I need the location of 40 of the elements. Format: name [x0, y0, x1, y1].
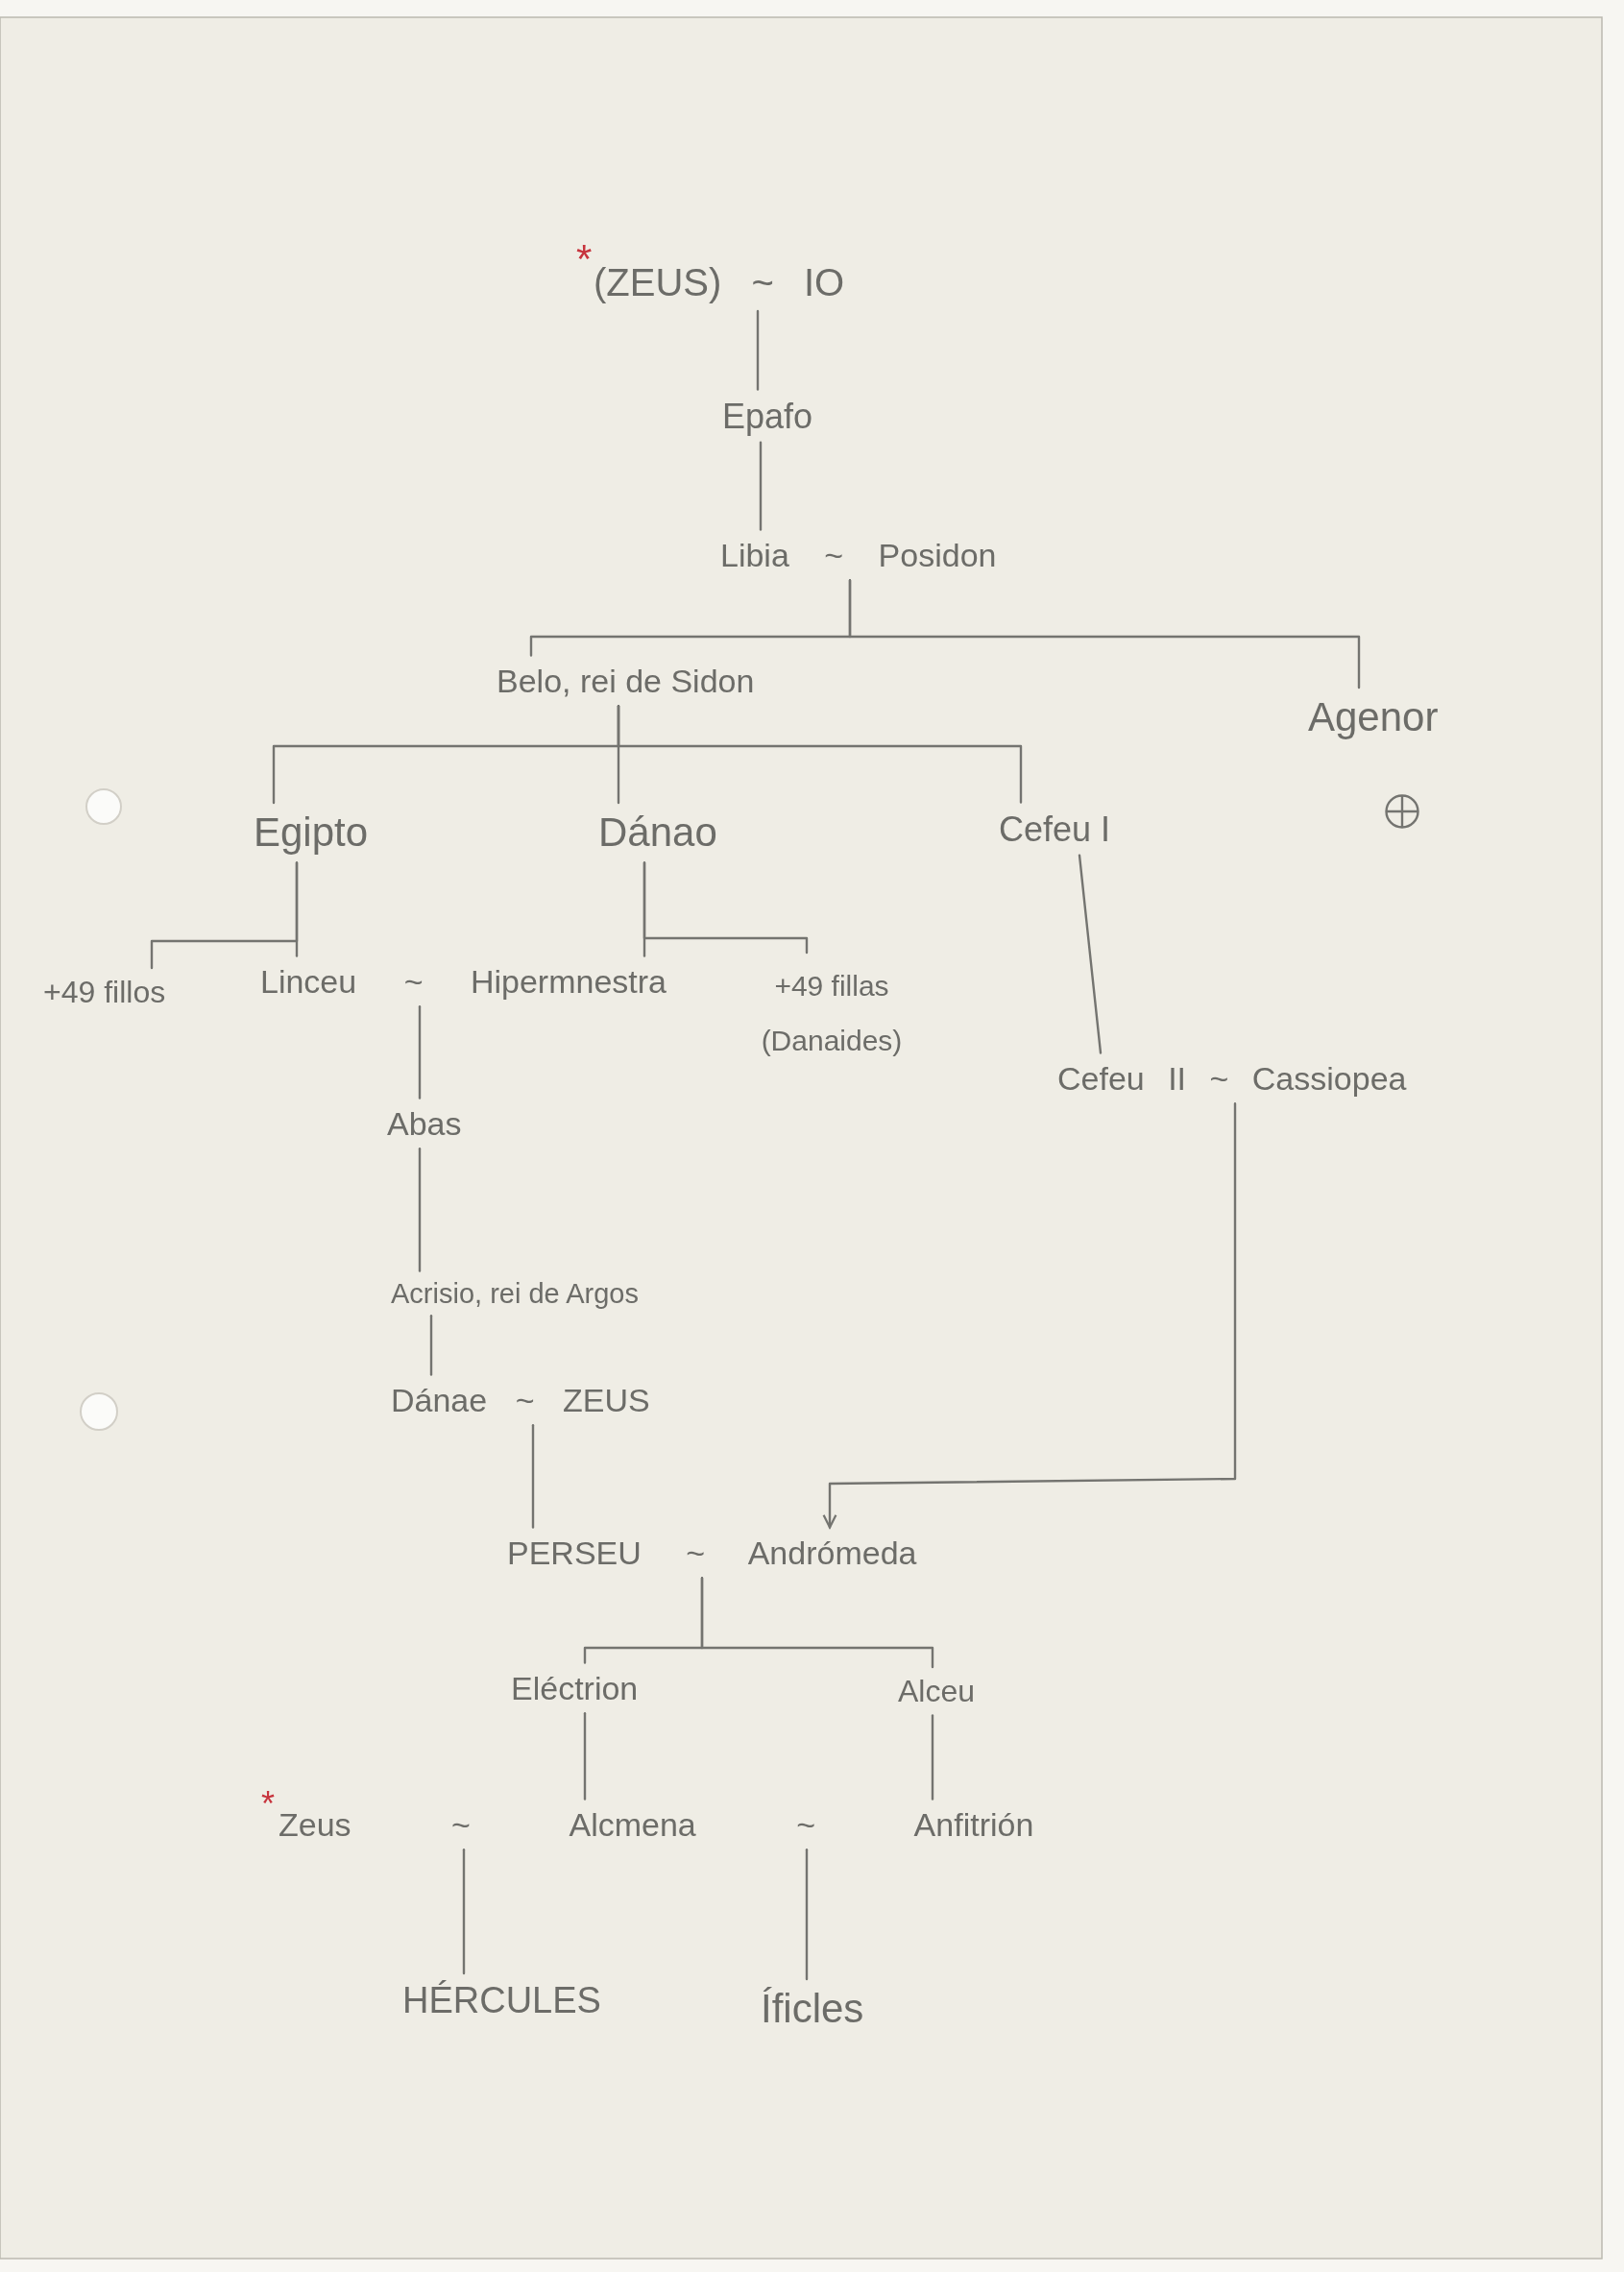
lineage-line	[848, 579, 1361, 689]
lineage-line	[418, 1005, 422, 1100]
name-text: Abas	[387, 1103, 462, 1144]
name-text: +49 fillos	[43, 974, 166, 1011]
name-text: Libia ~ Posidon	[720, 535, 997, 575]
lineage-line	[805, 1849, 809, 1981]
lineage-line	[759, 441, 763, 531]
lineage-line	[418, 1148, 422, 1272]
footnote-asterisk: *	[261, 1786, 275, 1822]
name-text: Cefeu II ~ Cassiopea	[1057, 1058, 1407, 1099]
name-text: PERSEU ~ Andrómeda	[507, 1533, 917, 1573]
footnote-asterisk: *	[576, 238, 593, 279]
lineage-line	[642, 861, 809, 955]
name-text: HÉRCULES	[402, 1979, 601, 2022]
lineage-line	[583, 1712, 587, 1801]
name-text: Alceu	[898, 1673, 976, 1710]
lineage-line	[1078, 854, 1103, 1054]
name-text: Epafo	[722, 395, 813, 437]
lineage-line	[531, 1424, 535, 1529]
lineage-line	[462, 1849, 466, 1975]
name-text: Dánao	[598, 809, 717, 857]
arrow	[822, 1102, 1237, 1529]
name-text: Cefeu I	[999, 808, 1111, 850]
name-text: Zeus ~ Alcmena ~ Anfitrión	[279, 1804, 1034, 1845]
name-text: Belo, rei de Sidon	[497, 661, 755, 701]
name-text: Agenor	[1308, 693, 1439, 741]
name-text: Linceu ~ Hipermnestra	[260, 961, 667, 1002]
lineage-line	[150, 861, 299, 970]
name-text: Íficles	[761, 1985, 864, 2033]
name-text: Acrisio, rei de Argos	[391, 1276, 639, 1311]
lineage-line	[700, 1577, 934, 1669]
lineage-line	[756, 309, 760, 391]
name-text: (ZEUS) ~ IO	[594, 260, 845, 305]
lineage-line	[429, 1315, 433, 1376]
name-text: Eléctrion	[511, 1668, 639, 1708]
name-text: Dánae ~ ZEUS	[391, 1380, 650, 1420]
lineage-line	[617, 705, 1023, 804]
name-text: +49 fillas (Danaides)	[760, 969, 904, 1058]
lineage-line	[931, 1714, 934, 1801]
name-text: Egipto	[254, 809, 369, 857]
